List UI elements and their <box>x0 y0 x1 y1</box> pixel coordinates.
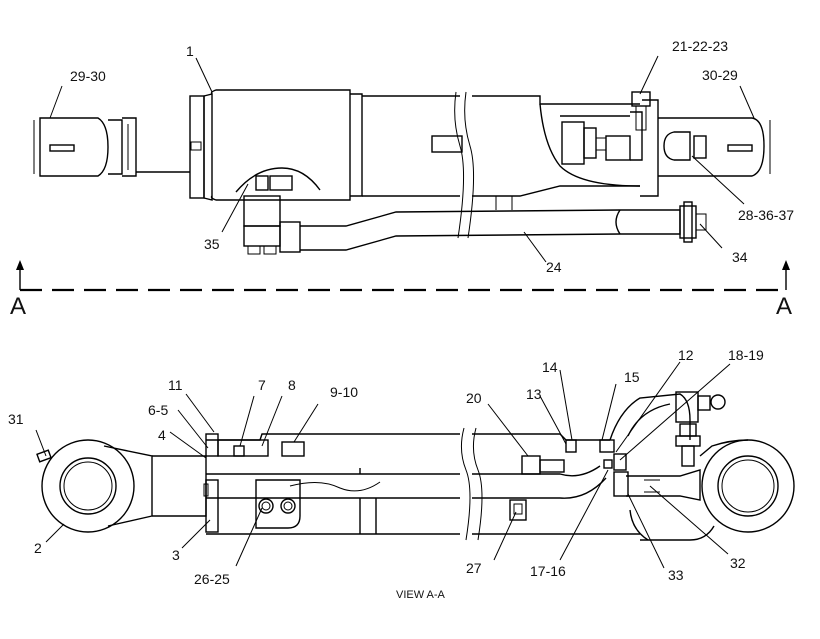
label-6-5: 6-5 <box>148 402 168 418</box>
label-24: 24 <box>546 259 562 275</box>
label-30-29: 30-29 <box>702 67 738 83</box>
label-3: 3 <box>172 547 180 563</box>
label-32: 32 <box>730 555 746 571</box>
cap-end <box>609 391 726 541</box>
rod-end-right <box>658 117 771 177</box>
label-28-36-37: 28-36-37 <box>738 207 794 223</box>
cap-end-cutaway <box>539 91 659 197</box>
label-12: 12 <box>678 347 694 363</box>
label-17-16: 17-16 <box>530 563 566 579</box>
top-view-cylinder <box>33 89 771 255</box>
break-line <box>460 427 471 541</box>
label-2: 2 <box>34 540 42 556</box>
label-27: 27 <box>466 560 482 576</box>
section-mark-right: A <box>776 293 792 320</box>
port-block <box>243 195 301 255</box>
label-15: 15 <box>624 369 640 385</box>
label-4: 4 <box>158 427 166 443</box>
label-31: 31 <box>8 411 24 427</box>
head-assembly <box>203 433 305 533</box>
view-caption: VIEW A-A <box>396 589 446 601</box>
section-mark-left: A <box>10 293 26 320</box>
label-18-19: 18-19 <box>728 347 764 363</box>
label-11: 11 <box>168 377 183 393</box>
head-cutaway <box>235 167 321 193</box>
label-9-10: 9-10 <box>330 384 358 400</box>
left-eye <box>36 439 153 533</box>
label-8: 8 <box>288 377 296 393</box>
label-7: 7 <box>258 377 266 393</box>
tube-fitting <box>679 201 707 243</box>
label-13: 13 <box>526 386 542 402</box>
callout-labels: 29-30 1 21-22-23 30-29 28-36-37 35 24 34… <box>8 38 794 601</box>
barrel-top <box>206 433 460 441</box>
label-26-25: 26-25 <box>194 571 230 587</box>
rod-end-left <box>33 117 190 177</box>
section-line <box>16 260 790 292</box>
label-21-22-23: 21-22-23 <box>672 38 728 54</box>
mount-plate <box>189 95 205 199</box>
label-14: 14 <box>542 359 558 375</box>
label-34: 34 <box>732 249 748 265</box>
hydraulic-tube <box>300 196 681 251</box>
label-33: 33 <box>668 567 684 583</box>
piston-assembly <box>509 439 629 521</box>
label-1: 1 <box>186 43 194 59</box>
label-29-30: 29-30 <box>70 68 106 84</box>
right-eye <box>699 439 795 533</box>
section-view <box>36 391 795 541</box>
piston-rod <box>151 455 607 517</box>
label-35: 35 <box>204 236 220 252</box>
mount-bolt <box>190 141 202 151</box>
label-20: 20 <box>466 390 482 406</box>
leader-lines <box>35 55 755 569</box>
